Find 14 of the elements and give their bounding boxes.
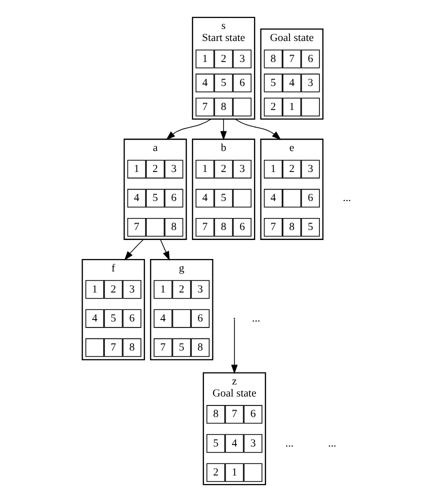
label: ...	[252, 312, 260, 324]
node-label: z	[232, 376, 237, 388]
node-label: b	[220, 142, 226, 154]
node-label: f	[112, 262, 116, 274]
node-label: a	[152, 142, 158, 154]
node-label: Goal state	[270, 32, 314, 44]
label: ...	[285, 437, 294, 450]
node-label: e	[289, 142, 294, 154]
node-label: Start state	[202, 32, 246, 44]
label: ...	[342, 192, 352, 204]
node-label: s	[221, 20, 226, 32]
node-label: g	[178, 262, 184, 274]
node-label: Goal state	[212, 387, 256, 400]
label: ...	[328, 437, 336, 450]
